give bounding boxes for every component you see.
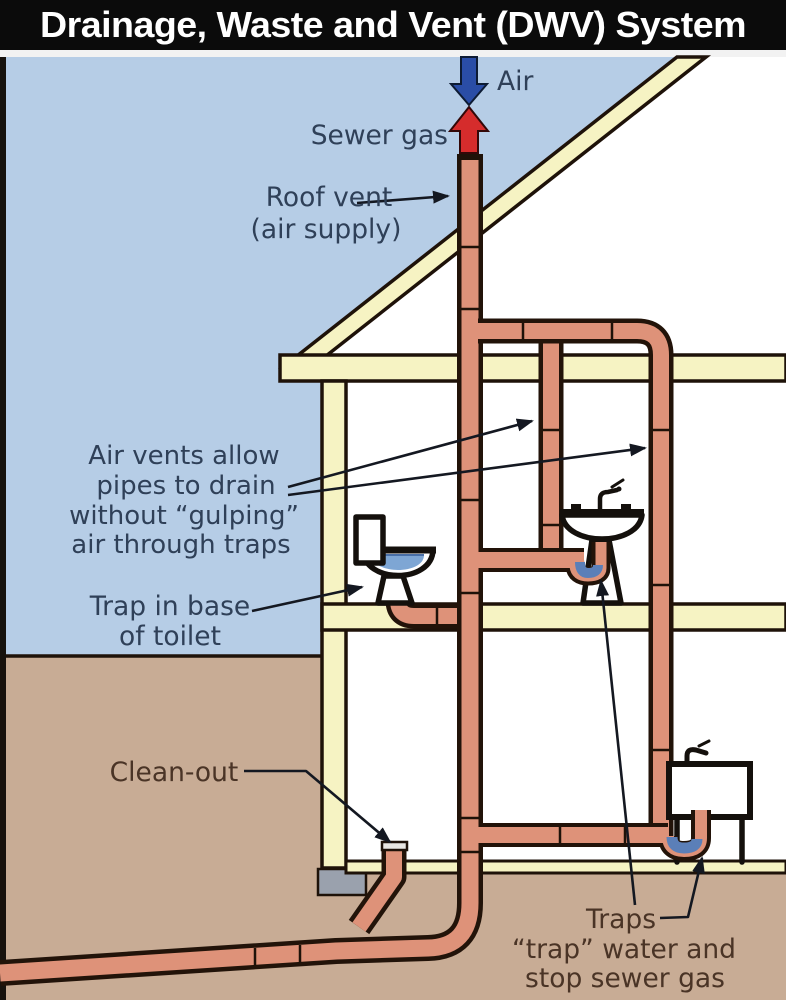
left-border	[0, 57, 6, 1000]
ceiling-band	[278, 353, 786, 383]
traps-leader-laundry	[659, 856, 705, 920]
toilet-base	[375, 573, 415, 606]
sink-right-handle	[621, 504, 631, 512]
page-title: Drainage, Waste and Vent (DWV) System	[40, 4, 746, 45]
air-vents-label-line4: air through traps	[71, 530, 290, 560]
traps-label-line2: “trap” water and	[512, 934, 736, 965]
clean-out-leader	[244, 769, 392, 844]
sink-faucet	[597, 487, 620, 514]
fixtures	[353, 478, 753, 865]
ground	[0, 657, 786, 1000]
sewer-gas-up-arrow	[447, 105, 491, 154]
attic-interior	[316, 57, 786, 355]
clean-out-cap	[380, 840, 409, 852]
roof-vent-label-line2: (air supply)	[251, 214, 402, 245]
sewer-gas-label: Sewer gas	[311, 120, 448, 151]
air-vents-label-line2: pipes to drain	[96, 471, 275, 501]
sink-faucet-tip	[616, 486, 622, 492]
piping-main	[0, 154, 674, 986]
roof-vent-label-line1: Roof vent	[266, 182, 393, 213]
toilet-trap-label-line1: Trap in base	[89, 591, 250, 622]
toilet	[353, 514, 436, 606]
blue-labels: Air Sewer gas Roof vent (air supply) Air…	[69, 66, 533, 652]
roof-vent-top-cap	[457, 154, 483, 160]
attic-vent-pipe	[478, 323, 669, 836]
laundry-tub	[666, 761, 753, 820]
sink-left-handle	[571, 504, 581, 512]
toilet-trap-leader	[251, 583, 364, 613]
air-vents-label-line1: Air vents allow	[88, 441, 279, 471]
brown-labels: Clean-out Traps “trap” water and stop se…	[110, 757, 736, 994]
leader-lines	[244, 190, 705, 920]
clean-out-pipe	[352, 849, 402, 932]
flow-arrows	[447, 56, 491, 154]
title-divider	[0, 50, 786, 57]
pipe-joints	[253, 245, 669, 966]
sink-trap-water	[575, 561, 603, 578]
air-vents-label-line3: without “gulping”	[69, 501, 299, 531]
title-bar	[0, 0, 786, 50]
laundry-sink	[666, 739, 753, 865]
basement-floor-band	[344, 859, 786, 875]
piping-traps	[473, 542, 711, 861]
laundry-faucet-handle	[697, 739, 711, 748]
traps-leader-sink	[596, 579, 637, 906]
main-stack-pipe	[0, 159, 479, 982]
sink-faucet-handle	[610, 478, 625, 489]
roof-vent-leader	[356, 190, 450, 205]
traps-label-line1: Traps	[585, 904, 656, 935]
air-vents-leader-1	[287, 418, 534, 489]
air-label: Air	[497, 66, 533, 97]
air-vents-leader-2	[287, 443, 647, 497]
clean-out-label: Clean-out	[110, 757, 239, 788]
toilet-trap-label-line2: of toilet	[119, 621, 221, 652]
laundry-faucet	[684, 747, 709, 767]
sink-bowl	[559, 512, 645, 542]
air-down-arrow	[448, 56, 490, 107]
toilet-tank	[353, 514, 386, 566]
traps-label-line3: stop sewer gas	[525, 963, 725, 994]
laundry-trap-water	[666, 836, 703, 854]
